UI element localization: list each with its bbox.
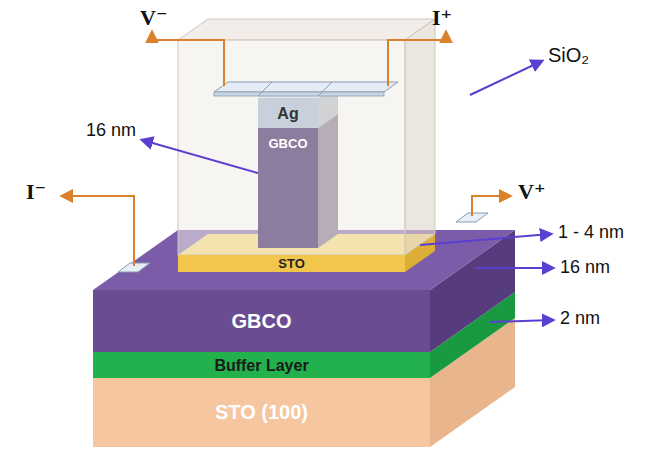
- dimension-label: 16 nm: [86, 120, 136, 141]
- lead-wire: [152, 32, 224, 86]
- layer-name: Ag: [277, 104, 298, 123]
- terminal-label: I⁻: [26, 178, 46, 205]
- terminal-label: V⁺: [518, 178, 546, 205]
- pillar-front: [258, 98, 318, 248]
- sio2-side: [405, 19, 435, 255]
- material-label: SiO₂: [548, 44, 589, 67]
- lead-wire: [472, 196, 510, 216]
- terminal-label: I⁺: [432, 4, 452, 31]
- pillar-layer: GBCO: [258, 128, 318, 248]
- layer-name: GBCO: [269, 136, 308, 152]
- substrate-front: [93, 378, 430, 447]
- callout-arrow: [490, 320, 553, 322]
- electrode-layer: Ag: [258, 98, 318, 128]
- electrode-strip: [214, 82, 398, 92]
- layer-name: Buffer Layer: [214, 356, 308, 375]
- sio2-top: [178, 19, 435, 40]
- substrate-layer: STO (100): [93, 378, 430, 447]
- lead-wire: [388, 32, 446, 86]
- callout-arrow: [475, 267, 553, 269]
- dimension-label: 16 nm: [560, 257, 610, 278]
- gbco-front: [93, 290, 430, 352]
- callout-arrow: [470, 61, 542, 95]
- sto-front: [178, 255, 405, 272]
- electrode-divider: [258, 82, 272, 96]
- buffer-layer: Buffer Layer: [93, 352, 430, 378]
- dimension-label: 1 - 4 nm: [558, 222, 624, 243]
- buffer-front: [93, 352, 430, 378]
- sio2-front: [178, 40, 405, 255]
- barrier-layer: STO: [178, 255, 405, 272]
- callout-arrow: [420, 234, 551, 245]
- dimension-label: 2 nm: [560, 308, 600, 329]
- lead-wire: [62, 196, 134, 266]
- layer-name: STO (100): [215, 401, 308, 424]
- electrode-divider: [318, 82, 332, 96]
- terminal-label: V⁻: [140, 4, 168, 31]
- layer-name: STO: [278, 256, 305, 272]
- callout-arrow: [142, 140, 268, 176]
- layer-name: GBCO: [232, 310, 292, 333]
- electrode-edge: [214, 92, 384, 96]
- film-layer: GBCO: [93, 290, 430, 352]
